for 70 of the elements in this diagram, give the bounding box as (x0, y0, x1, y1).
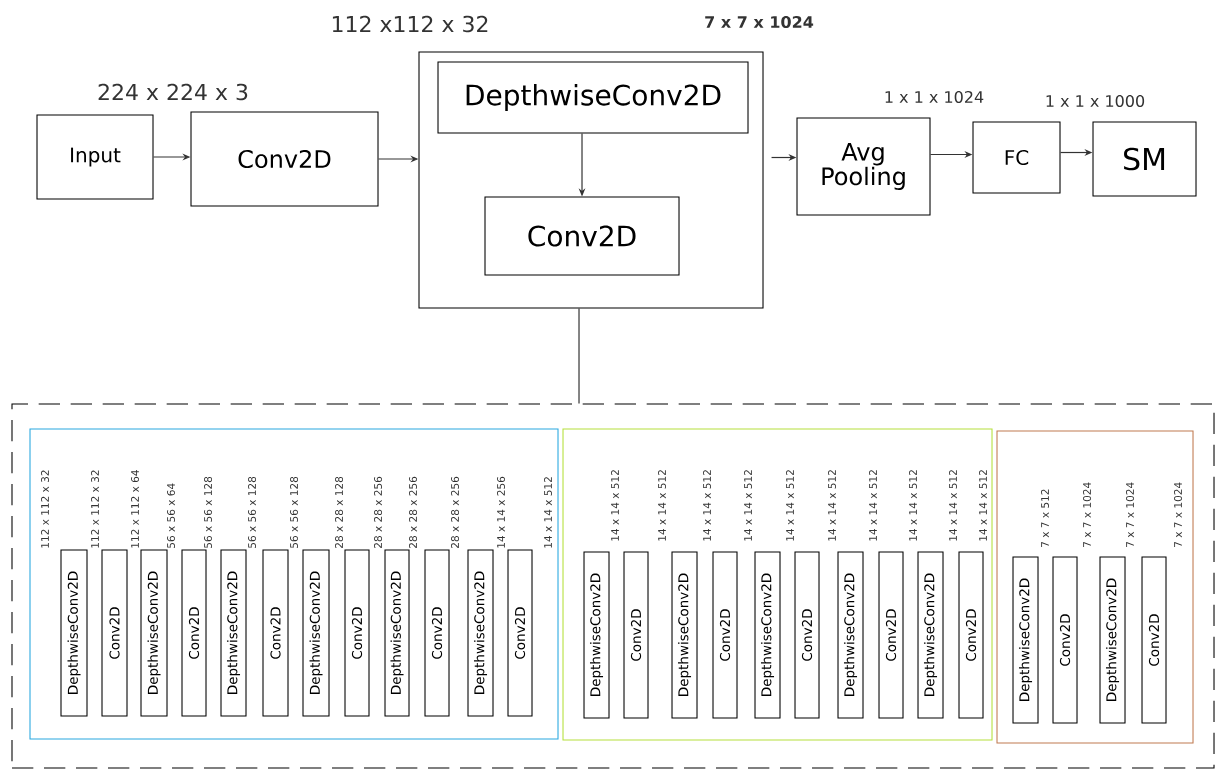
process-box: Avg Pooling (796, 117, 931, 216)
layer-box: DepthwiseConv2D (583, 551, 610, 719)
layer-box: DepthwiseConv2D (384, 549, 410, 717)
dimension-label: 14 x 14 x 512 (744, 470, 752, 541)
process-box: DepthwiseConv2D (437, 61, 749, 134)
dimension-label: 56 x 56 x 64 (167, 483, 175, 548)
dimension-label: 112 x 112 x 32 (41, 470, 49, 548)
layer-box: DepthwiseConv2D (60, 549, 88, 717)
stage-panel (996, 430, 1194, 744)
layer-box: Conv2D (712, 551, 738, 719)
process-box: Input (36, 114, 154, 200)
layer-box: DepthwiseConv2D (754, 551, 781, 719)
layer-box: Conv2D (794, 551, 820, 719)
dimension-label: 1 x 1 x 1024 (885, 90, 984, 104)
layer-box: Conv2D (623, 551, 649, 719)
stage-panel (562, 428, 993, 741)
dimension-label: 14 x 14 x 512 (703, 470, 711, 541)
layer-box: Conv2D (1141, 556, 1167, 724)
dimension-label: 28 x 28 x 128 (335, 476, 343, 548)
dimension-label: 14 x 14 x 512 (544, 477, 552, 548)
dimension-label: 14 x 14 x 512 (658, 470, 666, 541)
dashed-frame (11, 403, 1215, 769)
stage-panel (29, 428, 559, 740)
dimension-label: 7 x 7 x 1024 (705, 15, 814, 29)
layer-box: Conv2D (507, 549, 533, 717)
dimension-label: 112 x 112 x 64 (131, 470, 139, 548)
layer-box: Conv2D (344, 549, 370, 717)
layer-box: Conv2D (181, 549, 207, 717)
dimension-label: 1 x 1 x 1000 (1046, 94, 1145, 108)
layer-box: DepthwiseConv2D (917, 551, 944, 719)
dimension-label: 28 x 28 x 256 (374, 476, 382, 548)
dimension-label: 14 x 14 x 512 (611, 470, 619, 541)
dimension-label: 56 x 56 x 128 (204, 476, 212, 548)
layer-box: DepthwiseConv2D (467, 549, 494, 717)
dimension-label: 7 x 7 x 512 (1041, 489, 1049, 547)
dimension-label: 56 x 56 x 128 (290, 476, 298, 548)
dimension-label: 56 x 56 x 128 (248, 476, 256, 548)
dimension-label: 14 x 14 x 512 (828, 470, 836, 541)
dimension-label: 112 x112 x 32 (332, 15, 488, 33)
dimension-label: 112 x 112 x 32 (91, 470, 99, 548)
layer-box: DepthwiseConv2D (220, 549, 247, 717)
process-box: FC (972, 121, 1061, 194)
process-box: Conv2D (190, 111, 379, 207)
process-box: SM (1092, 121, 1197, 197)
layer-box: Conv2D (101, 549, 128, 717)
layer-box: DepthwiseConv2D (671, 551, 698, 719)
dimension-label: 14 x 14 x 512 (786, 470, 794, 541)
dimension-label: 7 x 7 x 1024 (1126, 482, 1134, 547)
dimension-label: 28 x 28 x 256 (451, 476, 459, 548)
layer-box: Conv2D (878, 551, 904, 719)
dimension-label: 14 x 14 x 256 (497, 476, 505, 548)
dimension-label: 14 x 14 x 512 (949, 470, 957, 541)
process-box: Conv2D (484, 196, 680, 276)
dimension-label: 14 x 14 x 512 (869, 470, 877, 541)
dimension-label: 7 x 7 x 1024 (1083, 482, 1091, 547)
layer-box: DepthwiseConv2D (1012, 556, 1039, 724)
layer-box: Conv2D (424, 549, 450, 717)
layer-box: Conv2D (958, 551, 984, 719)
layer-box: DepthwiseConv2D (837, 551, 864, 719)
layer-box: DepthwiseConv2D (302, 549, 330, 717)
dimension-label: 14 x 14 x 512 (979, 470, 987, 541)
dimension-label: 224 x 224 x 3 (98, 83, 248, 101)
layer-box: Conv2D (262, 549, 289, 717)
block-box (418, 51, 764, 309)
dimension-label: 7 x 7 x 1024 (1174, 482, 1182, 547)
layer-box: Conv2D (1052, 556, 1078, 724)
layer-box: DepthwiseConv2D (140, 549, 168, 717)
dimension-label: 14 x 14 x 512 (909, 470, 917, 541)
layer-box: DepthwiseConv2D (1099, 556, 1126, 724)
dimension-label: 28 x 28 x 256 (409, 476, 417, 548)
